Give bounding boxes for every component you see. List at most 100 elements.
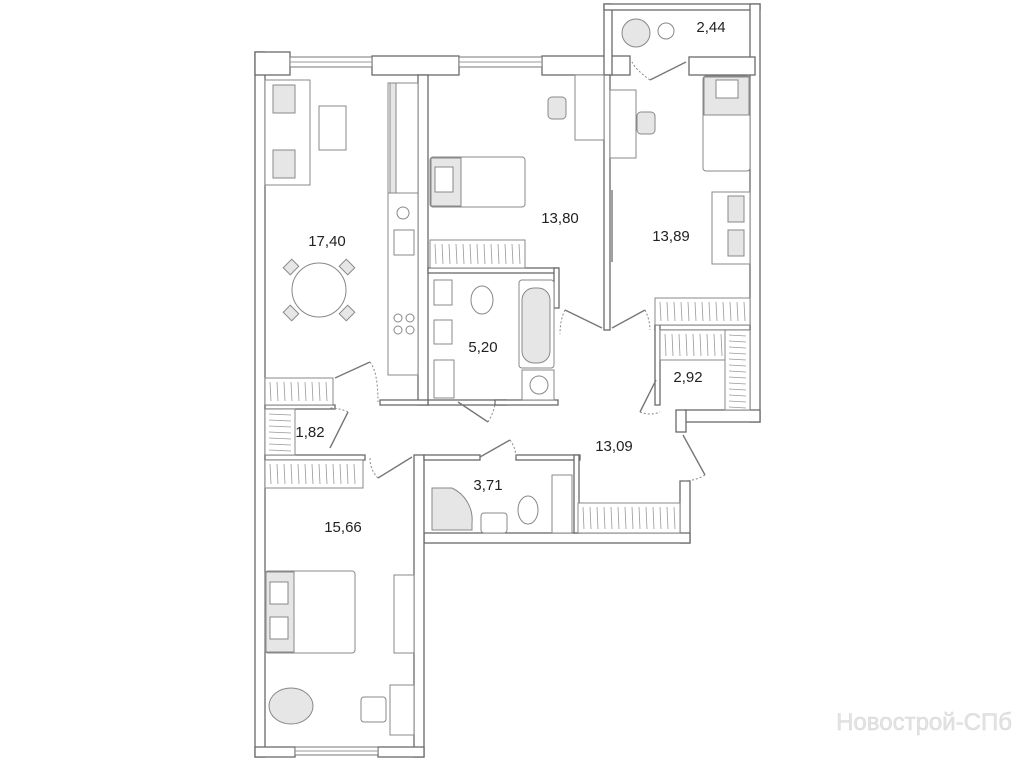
hatch-line — [441, 243, 444, 265]
hatch-line — [694, 301, 697, 322]
hatch-line — [722, 301, 725, 322]
hatch-line — [332, 463, 335, 485]
area-balcony: 2,44 — [696, 19, 725, 36]
hatch-line — [715, 301, 718, 322]
hatch-line — [346, 463, 349, 485]
hatch-line — [497, 243, 500, 265]
hatch-line — [290, 381, 293, 402]
hatch-line — [455, 243, 458, 265]
hatch-line — [276, 381, 279, 402]
hatch-line — [268, 449, 292, 452]
hatch-line — [434, 243, 437, 265]
toilet-icon — [470, 285, 494, 315]
hatch-line — [728, 346, 747, 349]
hatch-line — [589, 506, 592, 530]
dining-table-icon — [291, 262, 347, 318]
hatch-line — [318, 381, 321, 402]
hatch-line — [687, 301, 690, 322]
hatch-line — [325, 381, 328, 402]
area-closet-left: 1,82 — [295, 424, 324, 441]
hatch-line — [680, 301, 683, 322]
hatch-line — [659, 301, 662, 322]
hatch-line — [736, 301, 739, 322]
walls — [254, 3, 761, 758]
area-labels: 17,40 13,80 13,89 5,20 2,44 2,92 1,82 13… — [295, 19, 725, 536]
hatch-line — [728, 364, 747, 367]
area-hallway: 13,09 — [595, 438, 633, 455]
hatch-line — [728, 400, 747, 403]
hatch-line — [268, 437, 292, 440]
area-bedroom-lower: 15,66 — [324, 519, 362, 536]
area-living-kitchen: 17,40 — [308, 233, 346, 250]
hatch-line — [728, 358, 747, 361]
hatch-line — [652, 506, 655, 530]
hatch-line — [311, 381, 314, 402]
hatch-line — [701, 301, 704, 322]
hatch-line — [304, 381, 307, 402]
hatch-line — [610, 506, 613, 530]
hatch-line — [708, 301, 711, 322]
hatch-line — [728, 334, 747, 337]
hatch-line — [685, 333, 688, 357]
hatch-line — [713, 333, 716, 357]
hatch-line — [283, 463, 286, 485]
desk-icon — [574, 74, 605, 141]
hatch-line — [304, 463, 307, 485]
area-shower-room: 3,71 — [473, 477, 502, 494]
hatch-line — [283, 381, 286, 402]
hatch-line — [268, 413, 292, 416]
hatch-line — [673, 506, 676, 530]
hatch-line — [664, 333, 667, 357]
hatch-line — [483, 243, 486, 265]
hatch-line — [511, 243, 514, 265]
watermark: Новострой-СПб — [836, 709, 1012, 736]
hatch-line — [318, 463, 321, 485]
hatch-line — [666, 301, 669, 322]
hatch-line — [504, 243, 507, 265]
hatch-line — [720, 333, 723, 357]
hatch-line — [490, 243, 493, 265]
hatch-line — [699, 333, 702, 357]
hatch-line — [276, 463, 279, 485]
hatch-line — [603, 506, 606, 530]
hatch-line — [692, 333, 695, 357]
area-closet-right: 2,92 — [673, 369, 702, 386]
hatch-line — [268, 419, 292, 422]
tv-stand-icon — [393, 574, 415, 654]
hatch-line — [297, 381, 300, 402]
hatch-line — [706, 333, 709, 357]
hatch-line — [353, 463, 356, 485]
hatch-line — [297, 463, 300, 485]
hatch-line — [728, 388, 747, 391]
tv-table-icon — [318, 105, 347, 151]
hatch-line — [729, 301, 732, 322]
hatch-line — [448, 243, 451, 265]
hatch-line — [268, 443, 292, 446]
area-bedroom-middle: 13,80 — [541, 210, 579, 227]
hatch-line — [645, 506, 648, 530]
area-bedroom-right: 13,89 — [652, 228, 690, 245]
furniture — [264, 18, 751, 736]
hatch-line — [269, 463, 272, 485]
hatch-line — [673, 301, 676, 322]
hatch-line — [311, 463, 314, 485]
sink-icon — [393, 229, 415, 256]
hatch-line — [596, 506, 599, 530]
hatch-line — [582, 506, 585, 530]
hatch-line — [659, 506, 662, 530]
doors — [329, 61, 706, 482]
hatch-line — [617, 506, 620, 530]
hatch-line — [728, 340, 747, 343]
kitchen-counter-icon — [387, 192, 419, 376]
hatch-line — [728, 352, 747, 355]
hatch-line — [269, 381, 272, 402]
hatch-line — [339, 463, 342, 485]
hatch-line — [624, 506, 627, 530]
hatch-line — [462, 243, 465, 265]
hatch-line — [671, 333, 674, 357]
hatch-line — [728, 406, 747, 409]
hatch-line — [728, 370, 747, 373]
hatch-line — [268, 425, 292, 428]
wardrobe-hatching — [268, 243, 747, 530]
